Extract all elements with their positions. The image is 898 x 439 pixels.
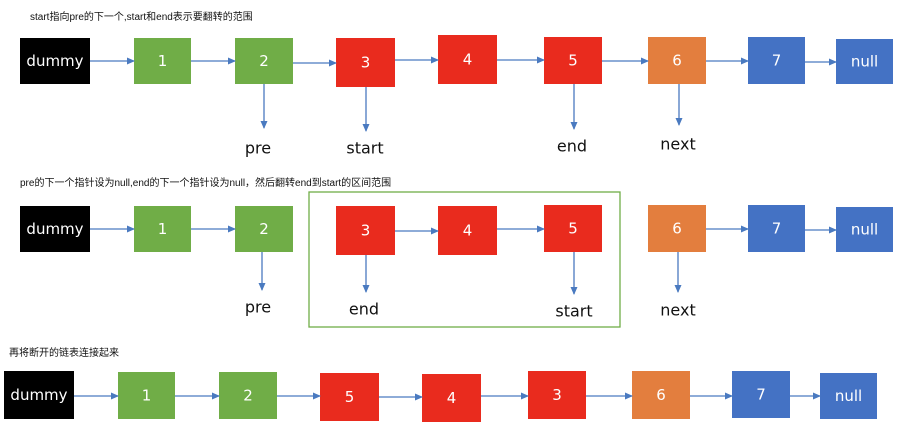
svg-text:2: 2 (243, 387, 253, 405)
row2-node-1: 1 (134, 206, 191, 252)
row1-node-dummy: dummy (20, 38, 90, 84)
svg-text:1: 1 (142, 387, 152, 405)
row2-pointer-pre-label: pre (245, 298, 271, 317)
row3-node-dummy: dummy (4, 371, 74, 419)
svg-text:5: 5 (568, 220, 578, 238)
svg-text:4: 4 (447, 389, 457, 407)
svg-text:null: null (835, 387, 862, 405)
svg-text:3: 3 (361, 222, 371, 240)
svg-text:5: 5 (345, 388, 355, 406)
row2-node-5: 5 (544, 205, 602, 252)
svg-text:1: 1 (158, 52, 168, 70)
svg-text:7: 7 (772, 220, 782, 238)
row2-node-null: null (836, 207, 893, 252)
svg-text:2: 2 (259, 220, 269, 238)
row1-node-1: 1 (134, 38, 191, 84)
row1-pointer-end-label: end (557, 137, 587, 156)
svg-text:3: 3 (552, 386, 562, 404)
svg-text:null: null (851, 53, 878, 71)
row2-node-4: 4 (438, 206, 497, 255)
row2-node-6: 6 (648, 205, 706, 252)
row1-node-4: 4 (438, 35, 497, 84)
row3-node-5: 5 (320, 373, 379, 421)
row1-node-2: 2 (235, 38, 293, 84)
row2-node-7: 7 (748, 205, 805, 252)
svg-text:3: 3 (361, 54, 371, 72)
row3-node-1: 1 (118, 372, 175, 419)
row3-node-4: 4 (422, 374, 481, 422)
row3-node-3: 3 (528, 371, 586, 419)
svg-text:4: 4 (463, 51, 473, 69)
svg-text:2: 2 (259, 52, 269, 70)
svg-text:6: 6 (672, 52, 682, 70)
svg-text:7: 7 (756, 386, 766, 404)
row1-node-6: 6 (648, 37, 706, 84)
row2-pointer-end-label: end (349, 300, 379, 319)
row1-node-3: 3 (336, 38, 395, 87)
svg-text:dummy: dummy (26, 52, 83, 70)
svg-text:6: 6 (656, 386, 666, 404)
row1-node-null: null (836, 39, 893, 84)
row1-node-5: 5 (544, 37, 602, 84)
row3-node-6: 6 (632, 371, 690, 419)
svg-text:null: null (851, 221, 878, 239)
row2-pointer-next-label: next (660, 301, 695, 320)
row2-node-2: 2 (235, 206, 293, 252)
svg-text:7: 7 (772, 52, 782, 70)
row1-caption: start指向pre的下一个,start和end表示要翻转的范围 (30, 10, 253, 23)
row3-node-2: 2 (219, 372, 277, 419)
row1-pointer-start-label: start (346, 139, 383, 158)
row3-node-null: null (820, 373, 877, 419)
row2-caption: pre的下一个指针设为null,end的下一个指针设为null，然后翻转end到… (20, 176, 391, 189)
reverse-range-box (308, 191, 621, 328)
svg-text:dummy: dummy (26, 220, 83, 238)
svg-text:4: 4 (463, 222, 473, 240)
svg-text:dummy: dummy (10, 386, 67, 404)
row3-caption: 再将断开的链表连接起来 (9, 346, 119, 359)
row2-node-dummy: dummy (20, 206, 90, 252)
svg-text:5: 5 (568, 52, 578, 70)
row3-node-7: 7 (732, 371, 790, 418)
row2-node-3: 3 (336, 206, 395, 255)
row1-pointer-pre-label: pre (245, 139, 271, 158)
row2-pointer-start-label: start (555, 302, 592, 321)
svg-text:1: 1 (158, 220, 168, 238)
row1-node-7: 7 (748, 37, 805, 84)
row1-pointer-next-label: next (660, 135, 695, 154)
svg-text:6: 6 (672, 220, 682, 238)
